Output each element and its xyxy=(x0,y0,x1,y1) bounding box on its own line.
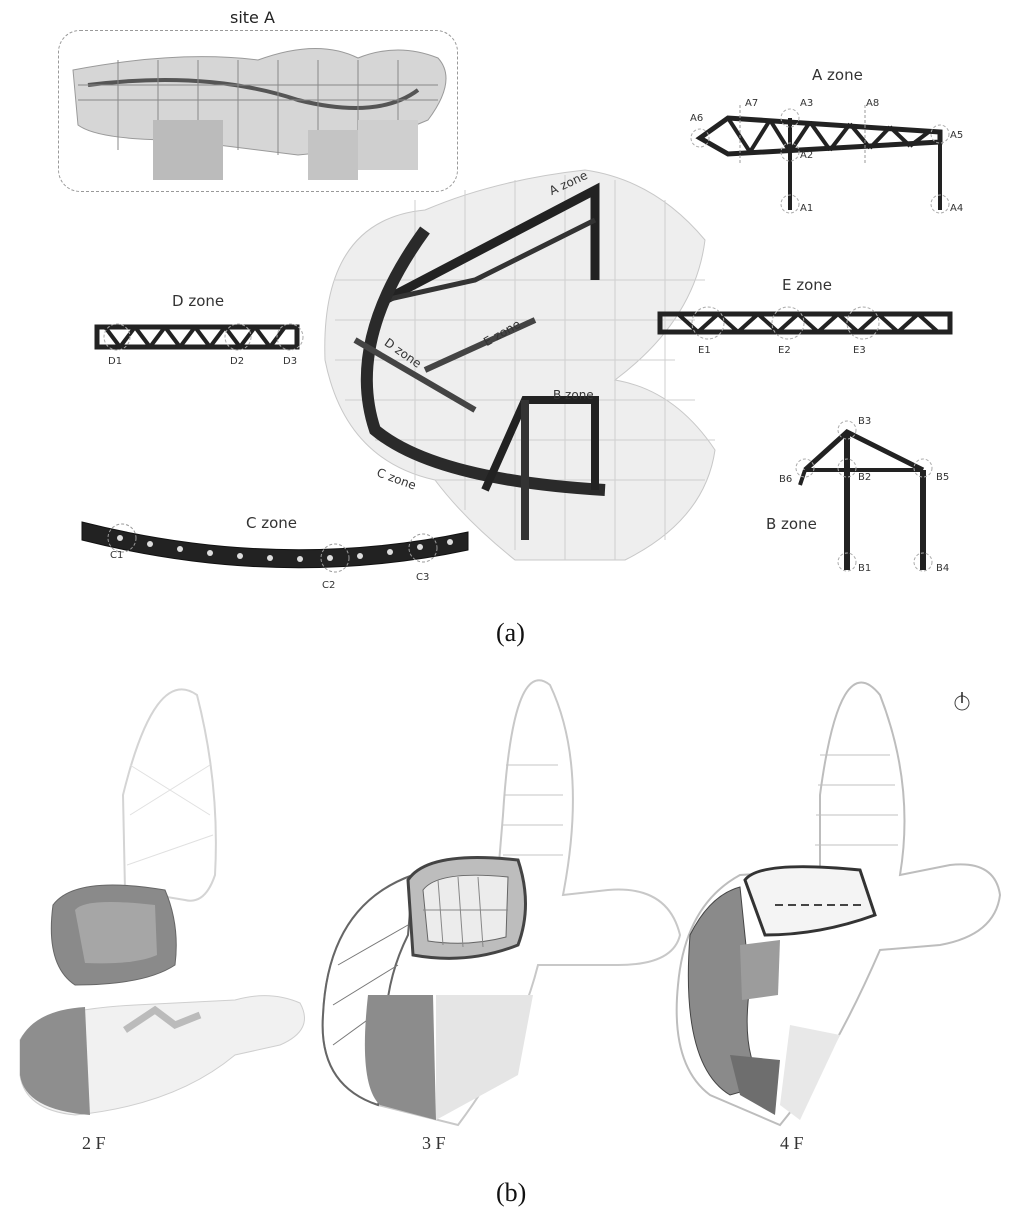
b-zone-title: B zone xyxy=(766,515,817,533)
a-zone-truss-diagram xyxy=(690,105,950,214)
point-e2: E2 xyxy=(778,345,791,356)
point-a2: A2 xyxy=(800,150,814,161)
site-a-title: site A xyxy=(230,8,275,27)
e-zone-title: E zone xyxy=(782,276,833,294)
point-e3: E3 xyxy=(853,345,866,356)
e-zone-truss-diagram xyxy=(657,306,953,340)
point-b3: B3 xyxy=(858,416,872,427)
point-a3: A3 xyxy=(800,98,814,109)
point-d2: D2 xyxy=(230,356,245,367)
panel-a-caption: (a) xyxy=(496,618,525,647)
floor-label-3f: 3 F xyxy=(422,1133,446,1153)
d-zone-truss-diagram xyxy=(94,323,304,351)
point-b2: B2 xyxy=(858,472,872,483)
point-a4: A4 xyxy=(950,203,964,214)
d-zone-title: D zone xyxy=(172,292,225,310)
c-zone-title: C zone xyxy=(246,514,298,532)
panel-b-caption: (b) xyxy=(496,1178,527,1207)
point-b5: B5 xyxy=(936,472,950,483)
north-arrow-icon xyxy=(954,692,970,711)
a-zone-title: A zone xyxy=(812,66,863,84)
point-a5: A5 xyxy=(950,130,964,141)
point-b6: B6 xyxy=(779,474,793,485)
site-a-panel xyxy=(58,30,458,192)
floor-plan-2f xyxy=(19,688,305,1116)
floor-plan-3f xyxy=(321,679,682,1127)
point-b1: B1 xyxy=(858,563,872,574)
point-e1: E1 xyxy=(698,345,711,356)
point-b4: B4 xyxy=(936,563,950,574)
point-a1: A1 xyxy=(800,203,814,214)
point-c3: C3 xyxy=(416,572,430,583)
point-d3: D3 xyxy=(283,356,298,367)
point-c2: C2 xyxy=(322,580,336,591)
floor-plan-4f xyxy=(675,681,1002,1127)
point-a8: A8 xyxy=(866,98,880,109)
floor-label-2f: 2 F xyxy=(82,1133,106,1153)
point-a7: A7 xyxy=(745,98,759,109)
model-label-b-zone: B zone xyxy=(553,388,594,402)
point-c1: C1 xyxy=(110,550,124,561)
site-a-model-drawing xyxy=(72,47,447,180)
central-structure-model xyxy=(324,169,716,561)
c-zone-arch-diagram xyxy=(81,521,469,573)
floor-label-4f: 4 F xyxy=(780,1133,804,1153)
point-a6: A6 xyxy=(690,113,704,124)
b-zone-frame-diagram xyxy=(795,420,933,572)
point-d1: D1 xyxy=(108,356,123,367)
